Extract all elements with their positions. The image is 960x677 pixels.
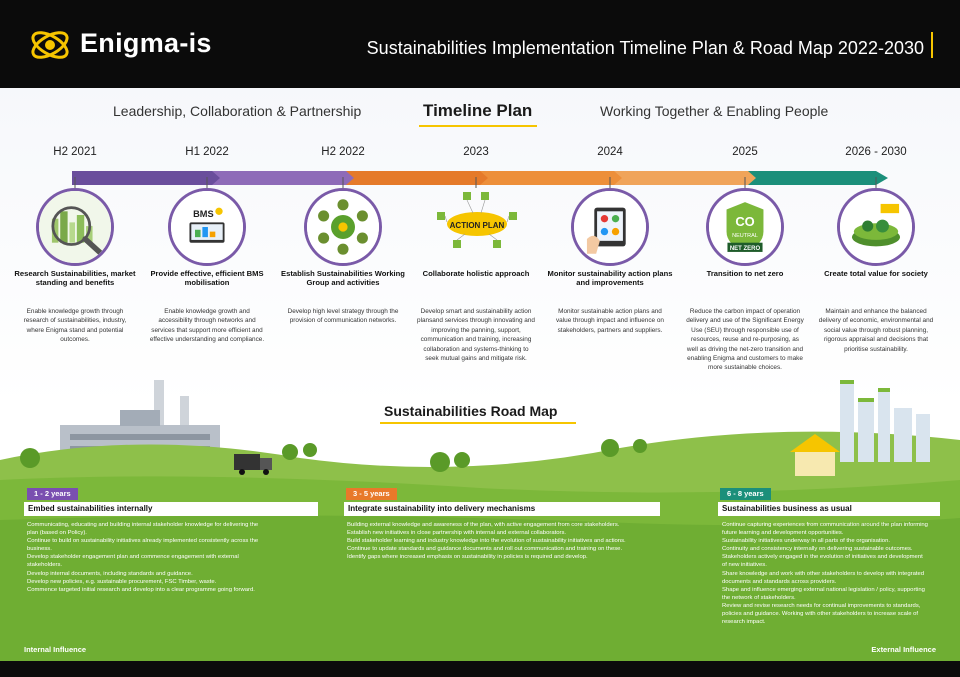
phase-tag: 6 - 8 years — [720, 488, 771, 500]
milestone-title: Provide effective, efficient BMS mobilis… — [150, 269, 264, 287]
timeline-heading-underline — [419, 125, 537, 127]
phase-title: Embed sustainabilities internally — [24, 502, 318, 516]
milestone-connector — [609, 177, 611, 188]
list-item: Build stakeholder learning and industry … — [347, 538, 626, 545]
list-item: Continue capturing experiences from comm… — [722, 522, 928, 537]
phase-tag: 1 - 2 years — [27, 488, 78, 500]
milestone-title: Establish Sustainabilities Working Group… — [281, 269, 405, 287]
list-item: Share knowledge and work with other stak… — [722, 570, 925, 585]
timeline-segment — [346, 171, 494, 185]
milestone-title: Research Sustainabilities, market standi… — [14, 269, 136, 287]
tagline-leadership: Leadership, Collaboration & Partnership — [113, 103, 362, 119]
period-label: 2025 — [732, 146, 758, 158]
action-plan-icon: ACTION PLAN — [437, 192, 517, 248]
header-bar: Enigma-is Sustainabilities Implementatio… — [0, 0, 960, 88]
milestone-connector — [875, 177, 877, 188]
milestone-connector — [206, 177, 208, 188]
milestone-description: Develop smart and sustainability action … — [417, 308, 535, 363]
milestone-description: Maintain and enhance the balanced delive… — [818, 308, 934, 353]
list-item: Building external knowledge and awarenes… — [347, 522, 620, 528]
list-item: Shape and influence emerging external na… — [722, 586, 925, 601]
period-label: 2026 - 2030 — [845, 146, 907, 158]
timeline-segment — [480, 171, 628, 185]
milestone-description: Develop high level strategy through the … — [287, 308, 399, 325]
milestone-description: Reduce the carbon impact of operation de… — [686, 308, 804, 372]
magnifier-city-icon — [36, 188, 114, 266]
net-zero-icon: CO NEUTRAL NET ZERO — [706, 188, 784, 266]
svg-text:NET ZERO: NET ZERO — [730, 246, 761, 252]
list-item: Identify gaps where increased emphasis o… — [347, 554, 588, 561]
phase-title: Integrate sustainability into delivery m… — [344, 502, 660, 516]
eco-house-illustration — [790, 434, 840, 476]
list-item: Review and revise research needs for con… — [722, 602, 921, 626]
milestone-connector — [744, 177, 746, 188]
list-item: Continue to update standards and guidanc… — [347, 546, 623, 553]
period-label: H2 2021 — [53, 146, 97, 158]
timeline-arrow — [72, 171, 888, 185]
timeline-segment — [72, 171, 226, 185]
enigma-logo-icon — [31, 31, 69, 59]
svg-text:BMS: BMS — [193, 209, 213, 219]
bms-devices-icon: BMS — [168, 188, 246, 266]
milestone-description: Monitor sustainable action plans and val… — [555, 308, 664, 334]
internal-influence-label: Internal Influence — [24, 645, 87, 654]
timeline-segment — [614, 171, 762, 185]
list-item: Develop new policies, e.g. sustainable p… — [27, 578, 217, 585]
list-item: Continue to build on sustainability init… — [27, 538, 259, 553]
phase-items: Building external knowledge and awarenes… — [347, 521, 663, 561]
tagline-working-together: Working Together & Enabling People — [600, 103, 829, 119]
timeline-segment — [748, 171, 888, 185]
svg-text:ACTION PLAN: ACTION PLAN — [450, 221, 505, 230]
timeline-segment — [212, 171, 360, 185]
period-label: H2 2022 — [321, 146, 365, 158]
list-item: Stakeholders actively engaged in the evo… — [722, 554, 923, 569]
list-item: Sustainability initiatives underway in a… — [722, 538, 890, 545]
green-city-illustration — [840, 382, 930, 462]
list-item: Commence targeted initial research and d… — [27, 586, 255, 593]
milestone-title: Monitor sustainability action plans and … — [547, 269, 673, 287]
milestone-connector — [342, 177, 344, 188]
milestone-description: Enable knowledge growth and accessibilit… — [149, 308, 265, 344]
sustainability-globe-icon — [837, 188, 915, 266]
phase-items: Continue capturing experiences from comm… — [722, 521, 928, 626]
milestone-connector — [475, 177, 477, 188]
list-item: Communicating, educating and building in… — [27, 522, 259, 537]
milestone-description: Enable knowledge growth through research… — [23, 308, 127, 344]
timeline-heading: Timeline Plan — [423, 101, 533, 120]
list-item: Develop internal documents, including st… — [27, 570, 193, 577]
milestone-title: Create total value for society — [824, 269, 928, 278]
roadmap-heading: Sustainabilities Road Map — [384, 403, 558, 419]
phase-tag: 3 - 5 years — [346, 488, 397, 500]
external-influence-label: External Influence — [871, 645, 936, 654]
svg-text:NEUTRAL: NEUTRAL — [732, 233, 758, 239]
roadmap-heading-underline — [380, 422, 576, 424]
brand-name: Enigma-is — [80, 28, 212, 58]
working-group-icon — [304, 188, 382, 266]
footer-bar — [0, 661, 960, 677]
tablet-monitor-icon — [571, 188, 649, 266]
phase-items: Communicating, educating and building in… — [27, 521, 259, 594]
list-item: Establish new initiatives in close partn… — [347, 530, 567, 537]
period-label: 2023 — [463, 146, 489, 158]
title-accent-bar — [931, 32, 933, 58]
phase-title: Sustainabilities business as usual — [718, 502, 940, 516]
period-label: 2024 — [597, 146, 623, 158]
milestone-title: Transition to net zero — [706, 269, 784, 278]
milestone-connector — [74, 177, 76, 188]
period-label: H1 2022 — [185, 146, 229, 158]
milestone-title: Collaborate holistic approach — [422, 269, 530, 278]
page-title: Sustainabilities Implementation Timeline… — [366, 38, 924, 58]
truck-illustration — [234, 454, 272, 475]
list-item: Continuity and consistency internally on… — [722, 546, 913, 553]
list-item: Develop stakeholder engagement plan and … — [27, 554, 239, 569]
svg-text:CO: CO — [735, 214, 754, 229]
